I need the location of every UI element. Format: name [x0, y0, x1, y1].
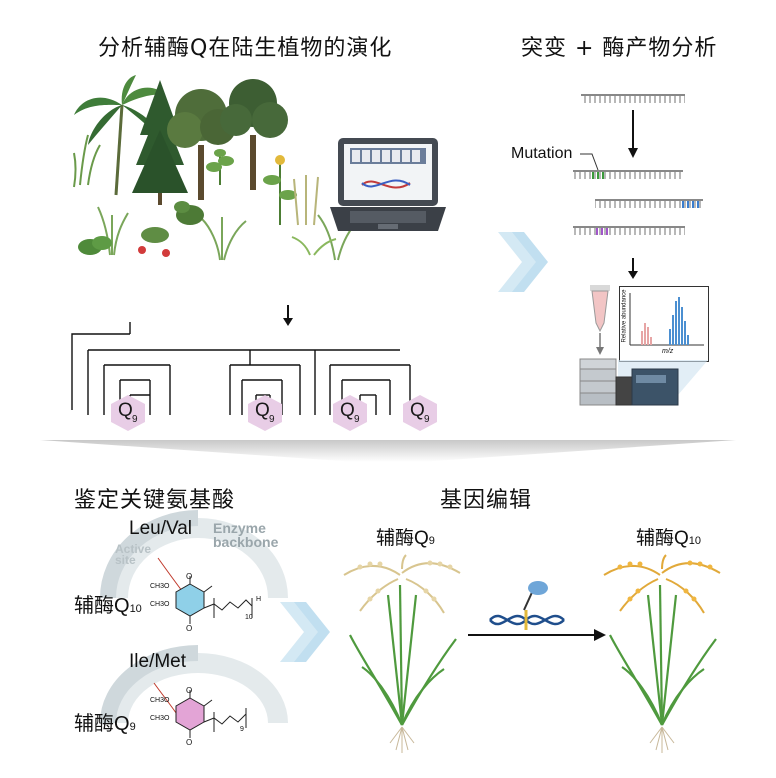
coq10-ch3o-1: CH3O: [150, 583, 170, 590]
laptop-icon: [330, 138, 446, 231]
sample-tube-icon: [590, 285, 610, 355]
dandelion-icon: [291, 236, 337, 256]
coq9-molecule: [175, 690, 247, 738]
ms-spectrum-chart: [629, 293, 704, 346]
q9-tag-4: Q 9: [400, 393, 440, 433]
coq9-ch3o-1: CH3O: [150, 697, 170, 704]
mutation-sequences: [573, 94, 703, 235]
coq10-tail-n: 10: [245, 614, 253, 621]
grass-icon: [97, 206, 361, 261]
q9-tag-3: Q 9: [330, 393, 370, 433]
palm-tree-icon: [74, 75, 165, 196]
rice-plant-edited-icon: [603, 554, 721, 753]
coq10-h: H: [256, 596, 262, 603]
strawberry-plant-icon: [138, 227, 170, 257]
active-site-label-2: site: [115, 553, 136, 567]
ms-spectrum-panel: Relative abundance m/z: [619, 286, 709, 362]
chevron-right-icon-top: [498, 232, 548, 292]
bottom-left-title: 鉴定关键氨基酸: [74, 488, 236, 513]
lcms-instrument-icon: [579, 285, 708, 406]
mutation-label: Mutation: [511, 145, 573, 162]
land-plants-illustration: [73, 75, 361, 261]
bottom-right-title: 基因编辑: [440, 488, 533, 513]
q9-tag-1: Q 9: [108, 393, 148, 433]
coq9-name: 辅酶Q9: [74, 713, 136, 735]
rice-right-label: 辅酶Q10: [636, 528, 702, 549]
gene-editing-arrow: [468, 629, 606, 641]
coq9-ch3o-2: CH3O: [150, 715, 170, 722]
coq10-ch3o-2: CH3O: [150, 601, 170, 608]
q9-tag-2: Q 9: [245, 393, 285, 433]
cabbage-icon: [174, 201, 204, 225]
enzyme-label-1: Enzyme: [213, 520, 266, 536]
dna-editing-icon: [489, 581, 565, 630]
top-left-title: 分析辅酶Q在陆生植物的演化: [98, 36, 393, 61]
mutation-pointer: [580, 153, 599, 171]
coq10-o-top: O: [186, 572, 193, 581]
section-divider: [40, 440, 736, 462]
clover-icon: [78, 236, 112, 255]
coq9-o-top: O: [186, 686, 193, 695]
chevron-right-icon-bottom: [280, 602, 330, 662]
ile-met-label: Ile/Met: [129, 651, 187, 672]
down-arrow-phylogeny: [283, 305, 293, 326]
sunflower-plant-icon: [263, 155, 297, 225]
coq10-name: 辅酶Q10: [74, 595, 142, 617]
hand-pen-icon: [523, 581, 548, 611]
wheat-plant-icon: [293, 175, 319, 226]
enzyme-label-2: backbone: [213, 534, 279, 550]
rice-plant-wildtype-icon: [343, 554, 461, 753]
down-arrow-ms: [628, 258, 638, 279]
oak-tree-icon: [220, 79, 288, 190]
active-site-label-1: Active: [115, 542, 152, 556]
fern-icon: [73, 134, 101, 188]
leu-val-label: Leu/Val: [129, 518, 193, 539]
top-right-title: 突变 + 酶产物分析: [521, 36, 718, 61]
rice-left-label: 辅酶Q9: [376, 528, 435, 549]
coq9-o-bottom: O: [186, 738, 193, 747]
ms-x-label: m/z: [662, 348, 674, 355]
coq10-o-bottom: O: [186, 624, 193, 633]
coq10-molecule: [175, 576, 253, 624]
herb-icon: [206, 149, 234, 185]
coq9-tail-n: 9: [240, 726, 244, 733]
broadleaf-tree-icon: [167, 89, 236, 200]
